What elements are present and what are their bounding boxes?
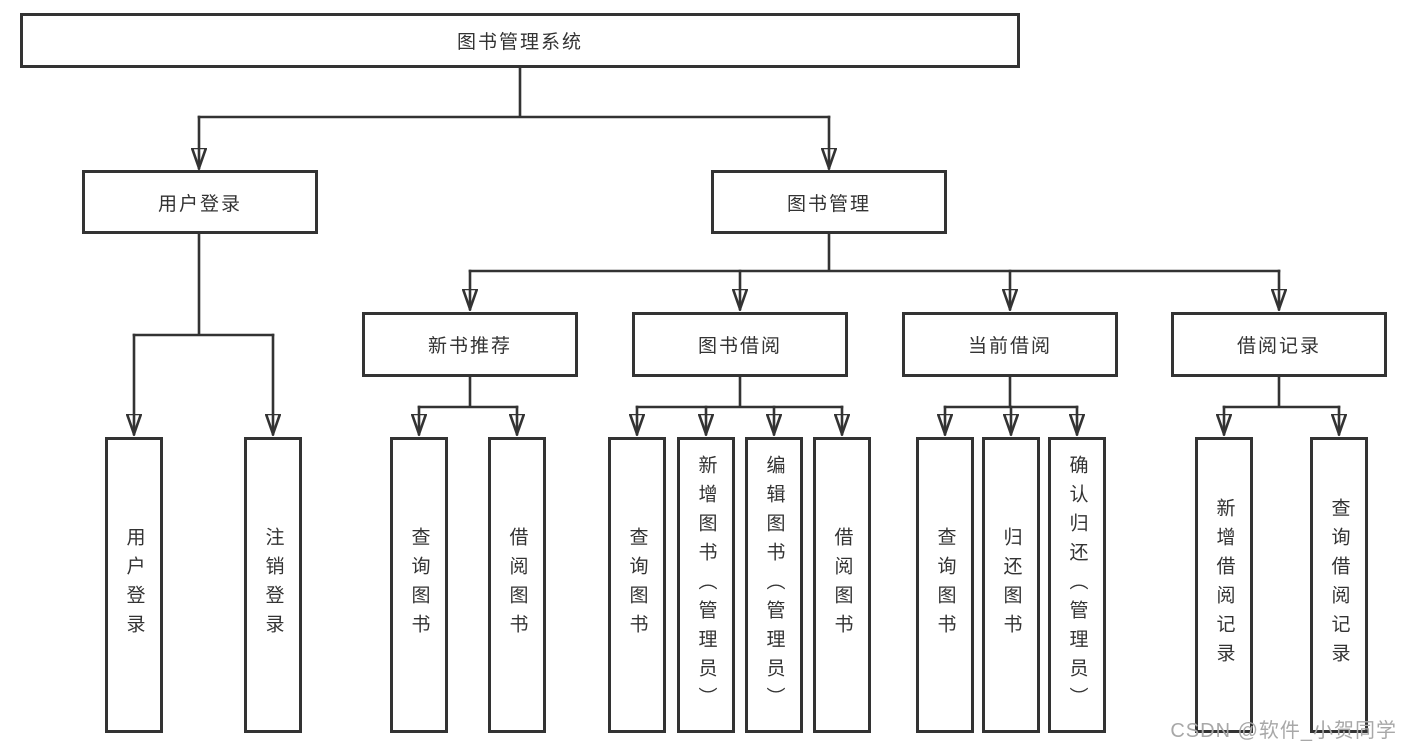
leaf-return-books: 归还图书: [982, 437, 1040, 733]
csdn-watermark: CSDN @软件_小贺同学: [1170, 720, 1397, 742]
edge-user-login-bus: [132, 232, 275, 337]
edge-book-management-bus: [468, 232, 1281, 273]
leaf-add-books-admin: 新增图书（管理员）: [677, 437, 735, 733]
leaf-borrow-books: 借阅图书: [813, 437, 871, 733]
leaf-query-books-current: 查询图书: [916, 437, 974, 733]
edge-current-borrow-bus: [943, 375, 1079, 409]
leaf-query-books-borrow: 查询图书: [608, 437, 666, 733]
node-borrow-records: 借阅记录: [1171, 312, 1387, 377]
edge-new-book-bus: [417, 375, 519, 409]
edge-borrow-records-bus: [1222, 375, 1341, 409]
leaf-query-books-recommend: 查询图书: [390, 437, 448, 733]
node-root-system: 图书管理系统: [20, 13, 1020, 68]
leaf-user-login: 用户登录: [105, 437, 163, 733]
leaf-confirm-return-admin: 确认归还（管理员）: [1048, 437, 1106, 733]
leaf-borrow-books-recommend: 借阅图书: [488, 437, 546, 733]
leaf-add-borrow-record: 新增借阅记录: [1195, 437, 1253, 733]
node-book-management: 图书管理: [711, 170, 947, 234]
edge-book-borrow-bus: [635, 375, 844, 409]
leaf-edit-books-admin: 编辑图书（管理员）: [745, 437, 803, 733]
node-book-borrow: 图书借阅: [632, 312, 848, 377]
leaf-logout: 注销登录: [244, 437, 302, 733]
edge-root-bus: [197, 66, 831, 119]
node-current-borrow: 当前借阅: [902, 312, 1118, 377]
node-new-book-recommend: 新书推荐: [362, 312, 578, 377]
node-user-login: 用户登录: [82, 170, 318, 234]
leaf-query-borrow-record: 查询借阅记录: [1310, 437, 1368, 733]
